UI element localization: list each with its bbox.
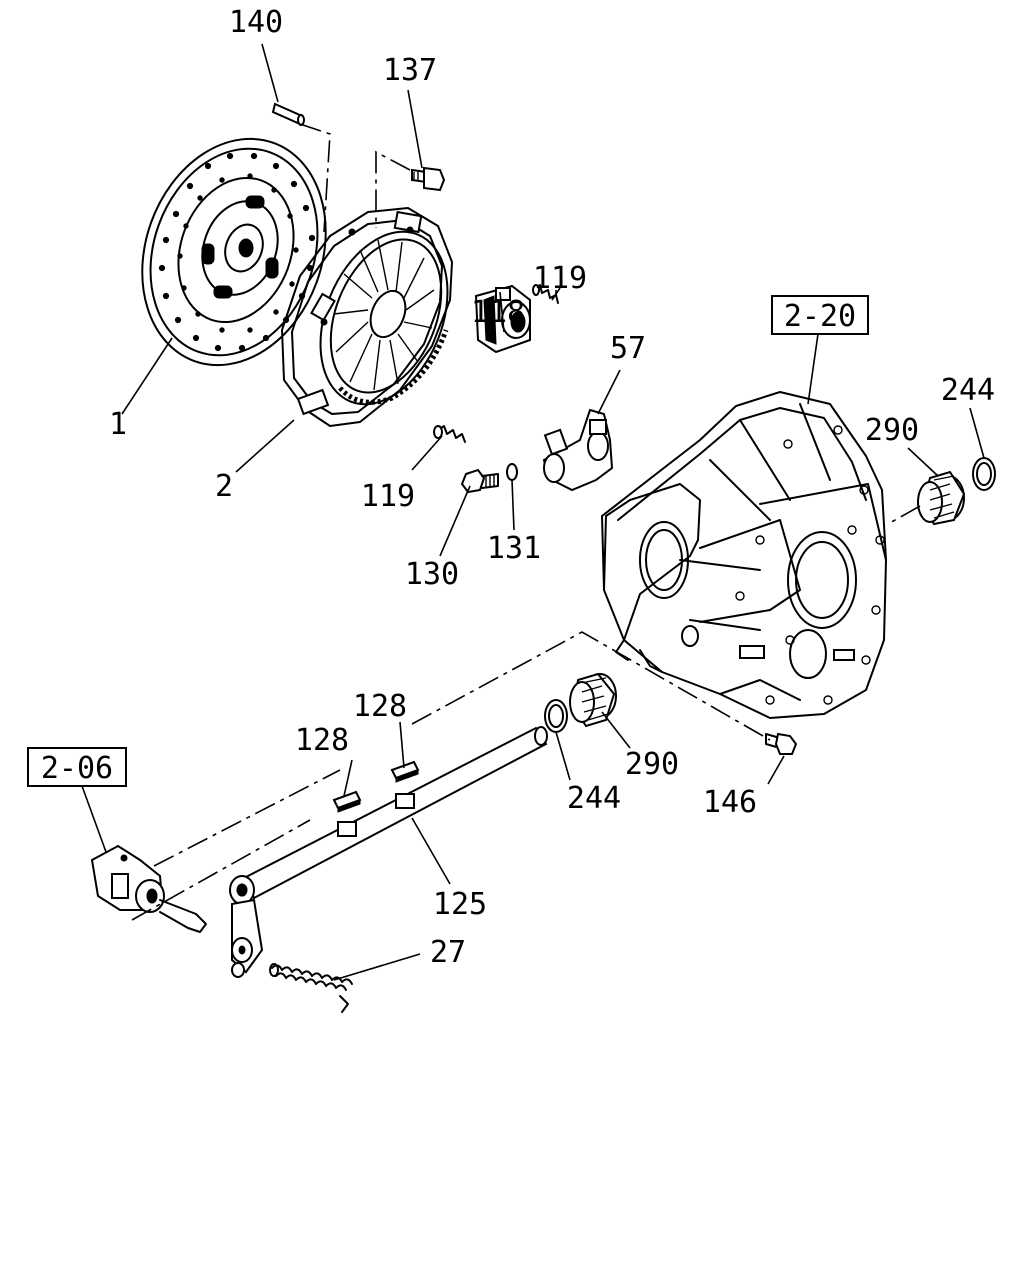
- callout-125: 125: [433, 887, 487, 922]
- callout-290-lower: 290: [625, 747, 679, 782]
- leader-lines: [81, 43, 985, 981]
- cross-shaft-part-125: [229, 726, 548, 978]
- callout-128-right: 128: [353, 689, 407, 724]
- release-fork-part-57: [542, 408, 614, 492]
- callout-131: 131: [487, 531, 541, 566]
- key-part-128-left: [332, 790, 362, 837]
- alignment-lines: [131, 123, 921, 921]
- dowel-pin-part-140: [271, 102, 305, 126]
- callout-labels: 140 137 119 118 57 1 2 119 130 131 290 2…: [109, 5, 995, 970]
- needle-bearing-part-290-upper: [917, 470, 966, 526]
- ref-box-2-06[interactable]: 2-06: [27, 747, 127, 787]
- seal-part-244-lower: [544, 699, 568, 733]
- callout-244-lower: 244: [567, 781, 621, 816]
- callout-244-upper: 244: [941, 373, 995, 408]
- callout-119-lower: 119: [361, 479, 415, 514]
- spring-part-119-lower: [433, 425, 466, 443]
- callout-57: 57: [610, 331, 646, 366]
- callout-118: 118: [471, 295, 525, 330]
- callout-27: 27: [430, 935, 466, 970]
- return-spring-part-27: [269, 963, 353, 1013]
- bolt-part-137: [411, 166, 446, 192]
- ref-box-2-20[interactable]: 2-20: [771, 295, 869, 335]
- pressure-plate-part-2: [281, 207, 453, 427]
- callout-290-upper: 290: [865, 413, 919, 448]
- slave-cylinder-ref-2-06: [90, 844, 207, 933]
- callout-130: 130: [405, 557, 459, 592]
- callout-1: 1: [109, 407, 127, 442]
- callout-2: 2: [215, 469, 233, 504]
- callout-119-upper: 119: [533, 261, 587, 296]
- callout-137: 137: [383, 53, 437, 88]
- key-part-128-right: [390, 760, 420, 809]
- bolt-part-146: [765, 732, 798, 755]
- clutch-housing-ref-2-20: [601, 391, 887, 719]
- needle-bearing-part-290-lower: [569, 672, 617, 728]
- clutch-disc-part-1: [141, 137, 327, 367]
- ref-label-2-06: 2-06: [41, 751, 113, 786]
- callout-140: 140: [229, 5, 283, 40]
- bolt-part-130: [460, 468, 499, 494]
- seal-part-244-upper: [972, 457, 996, 491]
- washer-part-131: [506, 463, 518, 481]
- callout-128-left: 128: [295, 723, 349, 758]
- callout-146: 146: [703, 785, 757, 820]
- ref-label-2-20: 2-20: [784, 299, 856, 334]
